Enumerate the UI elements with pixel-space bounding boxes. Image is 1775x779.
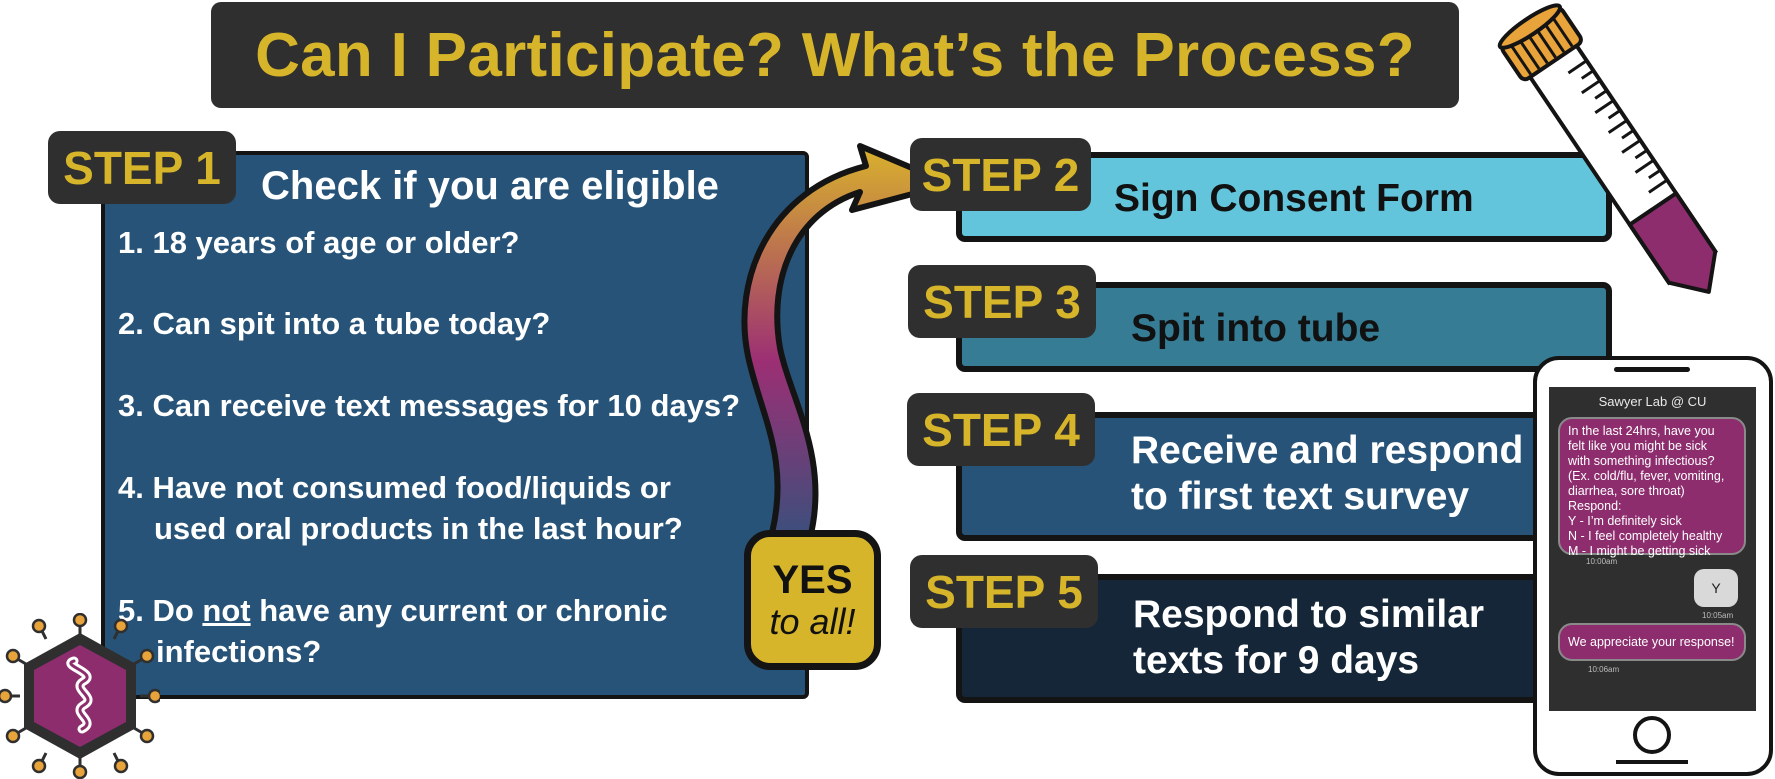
sample-tube-icon	[1497, 3, 1719, 294]
timestamp-2: 10:05am	[1702, 611, 1734, 620]
question-5-suffix: have any current or chronic	[250, 593, 668, 628]
yes-label: YES	[772, 558, 853, 602]
survey-line-4: (Ex. cold/flu, fever, vomiting,	[1568, 469, 1725, 483]
question-4-line-2: used oral products in the last hour?	[154, 511, 683, 546]
step-3-tab: STEP 3	[908, 265, 1096, 338]
step-5-tab: STEP 5	[910, 555, 1098, 628]
step-1-tab: STEP 1	[48, 131, 236, 204]
page-title: Can I Participate? What’s the Process?	[255, 20, 1415, 90]
step-4-text: Receive and respond to first text survey	[1131, 428, 1523, 520]
reply-message: Y	[1694, 569, 1738, 607]
home-button-icon	[1633, 716, 1671, 754]
question-5-line-2: infections?	[156, 634, 322, 669]
eligibility-heading: Check if you are eligible	[261, 164, 719, 208]
virus-logo-icon	[0, 613, 160, 779]
yes-to-all-badge: YES to all!	[744, 530, 881, 670]
question-5-prefix: 5. Do	[118, 593, 203, 628]
survey-message: In the last 24hrs, have you felt like yo…	[1558, 417, 1746, 558]
chat-header: Sawyer Lab @ CU	[1598, 394, 1707, 409]
question-3: 3. Can receive text messages for 10 days…	[118, 388, 741, 423]
step-3-text: Spit into tube	[1131, 307, 1381, 350]
step-5-text: Respond to similar texts for 9 days	[1133, 592, 1484, 684]
step-4-line-1: Receive and respond	[1131, 429, 1524, 472]
timestamp-1: 10:00am	[1586, 557, 1618, 566]
curved-arrow-icon	[741, 143, 953, 541]
survey-line-1: In the last 24hrs, have you	[1568, 424, 1715, 438]
question-4-line-1: 4. Have not consumed food/liquids or	[118, 470, 671, 505]
phone-bottom-line	[1616, 760, 1688, 764]
step-5-line-2: texts for 9 days	[1133, 639, 1420, 682]
question-5: 5. Do not have any current or chronic in…	[118, 590, 668, 672]
survey-line-5: diarrhea, sore throat)	[1568, 484, 1685, 498]
survey-line-2: felt like you might be sick	[1568, 439, 1707, 453]
survey-line-3: with something infectious?	[1568, 454, 1715, 468]
survey-line-9: M - I might be getting sick	[1568, 544, 1711, 558]
step-2-tab: STEP 2	[910, 138, 1091, 211]
title-bar: Can I Participate? What’s the Process?	[211, 2, 1459, 108]
question-2: 2. Can spit into a tube today?	[118, 306, 551, 341]
timestamp-3: 10:06am	[1588, 665, 1620, 674]
yes-sublabel: to all!	[769, 601, 856, 642]
survey-line-8: N - I feel completely healthy	[1568, 529, 1723, 543]
question-1: 1. 18 years of age or older?	[118, 225, 520, 260]
question-5-underlined: not	[202, 593, 251, 628]
question-5-line-1: 5. Do not have any current or chronic	[118, 590, 668, 631]
thanks-message: We appreciate your response!	[1558, 623, 1746, 661]
step-4-line-2: to first text survey	[1131, 475, 1470, 518]
phone-speaker	[1614, 367, 1690, 372]
survey-line-6: Respond:	[1568, 499, 1622, 513]
step-5-line-1: Respond to similar	[1133, 593, 1485, 636]
step-2-text: Sign Consent Form	[1114, 177, 1474, 220]
survey-line-7: Y - I’m definitely sick	[1568, 514, 1682, 528]
question-4: 4. Have not consumed food/liquids or use…	[118, 467, 683, 549]
eligibility-panel	[101, 151, 809, 699]
step-4-tab: STEP 4	[907, 393, 1095, 466]
